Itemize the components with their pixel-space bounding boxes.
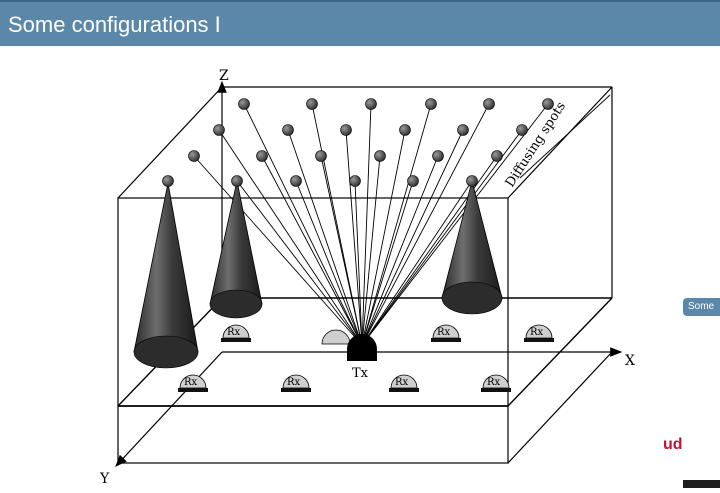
transmitter: Tx bbox=[347, 334, 377, 381]
x-axis-label: X bbox=[625, 353, 635, 369]
next-slide-badge[interactable]: Some bbox=[683, 298, 720, 316]
next-slide-bar bbox=[683, 480, 720, 488]
slide-title: Some configurations I bbox=[8, 12, 221, 37]
receiver: Rx bbox=[281, 374, 311, 392]
diffusing-spots-label: Diffusing spots bbox=[503, 99, 569, 190]
svg-text:Rx: Rx bbox=[287, 377, 301, 388]
diffusing-spots-annotation: Diffusing spots bbox=[503, 94, 611, 190]
receiver-partial bbox=[321, 329, 351, 345]
svg-text:Rx: Rx bbox=[227, 327, 241, 338]
receiver: Rx bbox=[481, 374, 511, 392]
svg-text:Rx: Rx bbox=[395, 377, 409, 388]
receivers: Rx Rx Rx Rx Rx bbox=[178, 324, 554, 392]
receiver: Rx bbox=[221, 324, 251, 342]
diffusion-rays bbox=[193, 103, 549, 346]
diffusing-spots bbox=[162, 98, 554, 187]
z-axis-label: Z bbox=[219, 68, 229, 84]
next-slide-fragment: ud bbox=[663, 436, 683, 453]
room-diagram-svg: Z X Y bbox=[99, 68, 635, 487]
svg-text:Rx: Rx bbox=[437, 327, 451, 338]
receiver: Rx bbox=[178, 374, 208, 392]
spot-cones bbox=[133, 180, 503, 369]
receiver: Rx bbox=[389, 374, 419, 392]
receiver: Rx bbox=[524, 324, 554, 342]
y-axis-label: Y bbox=[99, 471, 110, 487]
svg-text:Rx: Rx bbox=[530, 327, 544, 338]
receiver: Rx bbox=[431, 324, 461, 342]
svg-text:Rx: Rx bbox=[184, 377, 198, 388]
svg-text:Rx: Rx bbox=[487, 377, 501, 388]
slide-header: Some configurations I bbox=[0, 0, 720, 46]
diffuse-configuration-diagram: Z X Y bbox=[0, 46, 720, 488]
y-axis bbox=[115, 351, 223, 467]
transmitter-label: Tx bbox=[352, 366, 369, 381]
